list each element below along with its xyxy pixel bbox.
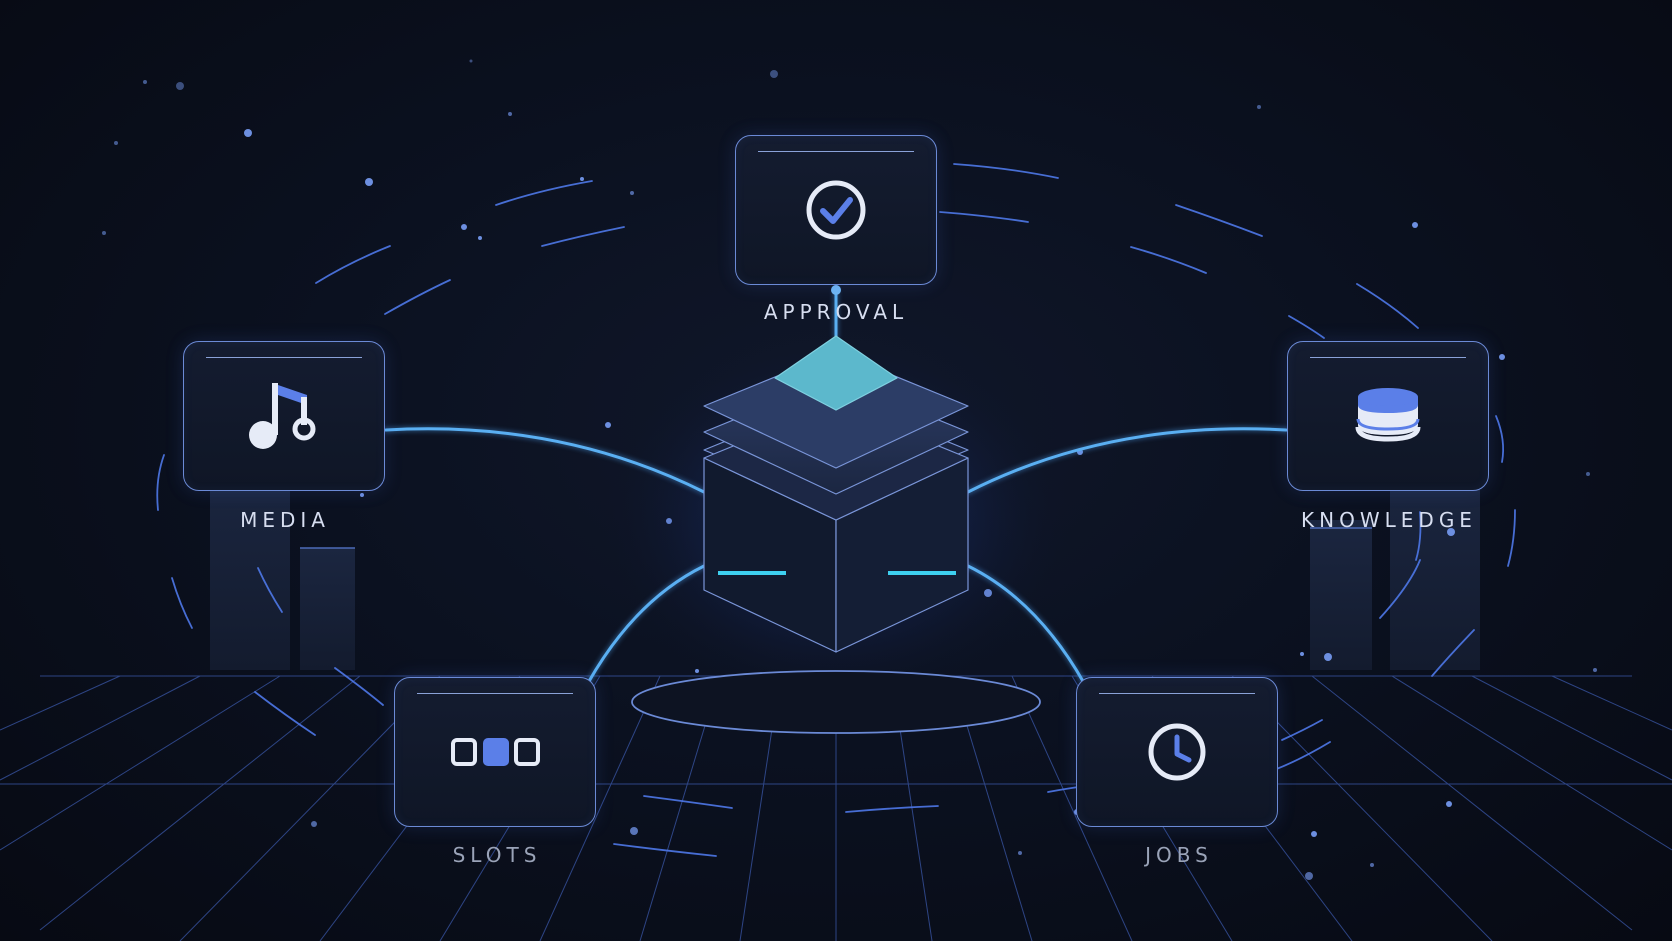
orbit-arcs [156,163,1516,857]
node-label-slots: SLOTS [452,843,542,867]
bg-pillars [210,470,1480,670]
node-approval[interactable] [735,135,937,285]
slots-icon [450,736,540,772]
node-slots[interactable] [394,677,596,827]
node-header-line [1310,357,1466,358]
connector-jobs [966,564,1086,685]
base-ring [631,670,1041,734]
connectors [383,285,1289,686]
clock-icon [1146,721,1208,787]
music-note-icon [245,379,323,457]
node-label-media: MEDIA [240,508,330,532]
check-circle-icon [804,178,868,246]
node-header-line [758,151,914,152]
connector-media [384,427,706,494]
node-knowledge[interactable] [1287,341,1489,491]
node-label-jobs: JOBS [1145,843,1213,867]
node-header-line [417,693,573,694]
central-stack [703,335,969,653]
node-media[interactable] [183,341,385,491]
connector-dot [831,285,841,295]
connector-knowledge [966,427,1288,494]
connector-slots [586,564,706,685]
node-header-line [206,357,362,358]
node-label-knowledge: KNOWLEDGE [1301,508,1477,532]
node-header-line [1099,693,1255,694]
node-jobs[interactable] [1076,677,1278,827]
node-label-approval: APPROVAL [763,300,909,324]
star-particles [102,59,1597,880]
database-icon [1355,383,1421,453]
